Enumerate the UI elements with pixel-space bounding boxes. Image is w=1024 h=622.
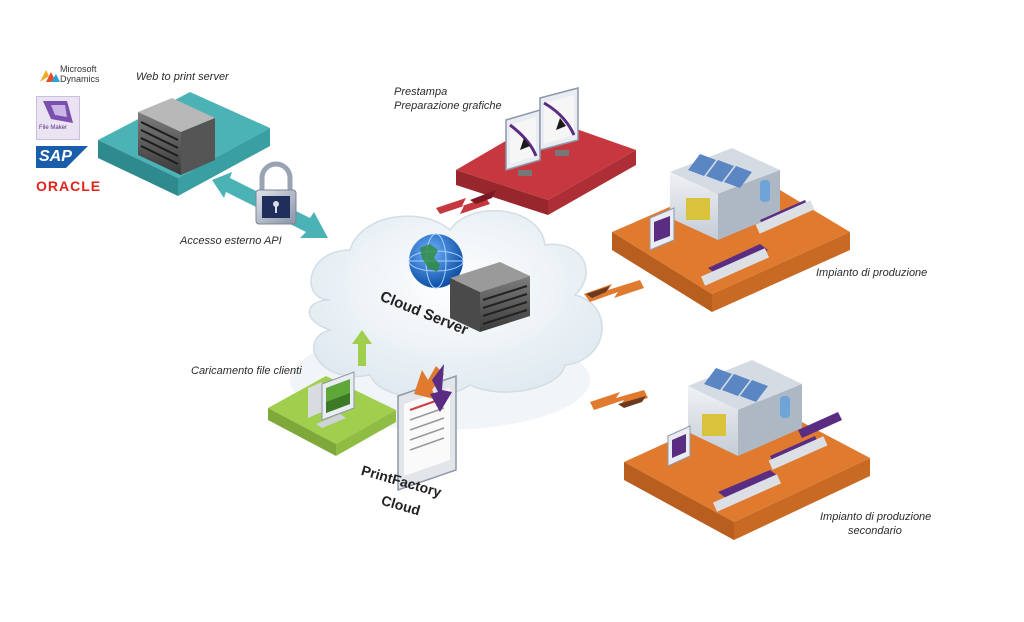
globe-icon [408, 233, 464, 289]
filemaker-logo: File Maker [36, 96, 80, 140]
sync-arrow-icon [414, 364, 452, 412]
filemaker-label: File Maker [39, 125, 68, 131]
impianto-arrow-icon [584, 280, 644, 302]
microsoft-label: Microsoft [60, 64, 97, 74]
padlock-icon [255, 161, 297, 225]
web-to-print-label: Web to print server [136, 71, 229, 83]
sap-label: SAP [39, 148, 72, 165]
impianto-secondario-label: Impianto di produzione [820, 511, 932, 523]
impianto-label: Impianto di produzione [816, 267, 928, 279]
accesso-api-label: Accesso esterno API [180, 235, 282, 247]
preparazione-label: Preparazione grafiche [394, 100, 502, 112]
secondario-label: secondario [848, 525, 902, 537]
factory-icon [670, 148, 780, 240]
prestampa-label: Prestampa [394, 86, 448, 98]
upload-arrow-icon [352, 330, 372, 366]
computer-icon [308, 371, 355, 428]
prestampa-arrow-icon [436, 190, 496, 214]
printer-icon [667, 412, 842, 512]
sap-logo: SAP [36, 146, 88, 168]
printer-icon [649, 200, 815, 286]
microsoft-dynamics-logo: Microsoft Dynamics [38, 64, 108, 90]
dynamics-label: Dynamics [60, 74, 100, 84]
prestampa-platform [456, 118, 636, 215]
oracle-logo: ORACLE [36, 178, 102, 194]
monitor-icon [505, 108, 541, 176]
server-icon [138, 98, 215, 175]
caricamento-label: Caricamento file clienti [191, 365, 302, 377]
cloud-server-icon [450, 262, 530, 332]
monitor-icon [539, 87, 579, 156]
impianto-secondario-arrow-icon [590, 390, 648, 410]
factory-icon [688, 360, 802, 456]
